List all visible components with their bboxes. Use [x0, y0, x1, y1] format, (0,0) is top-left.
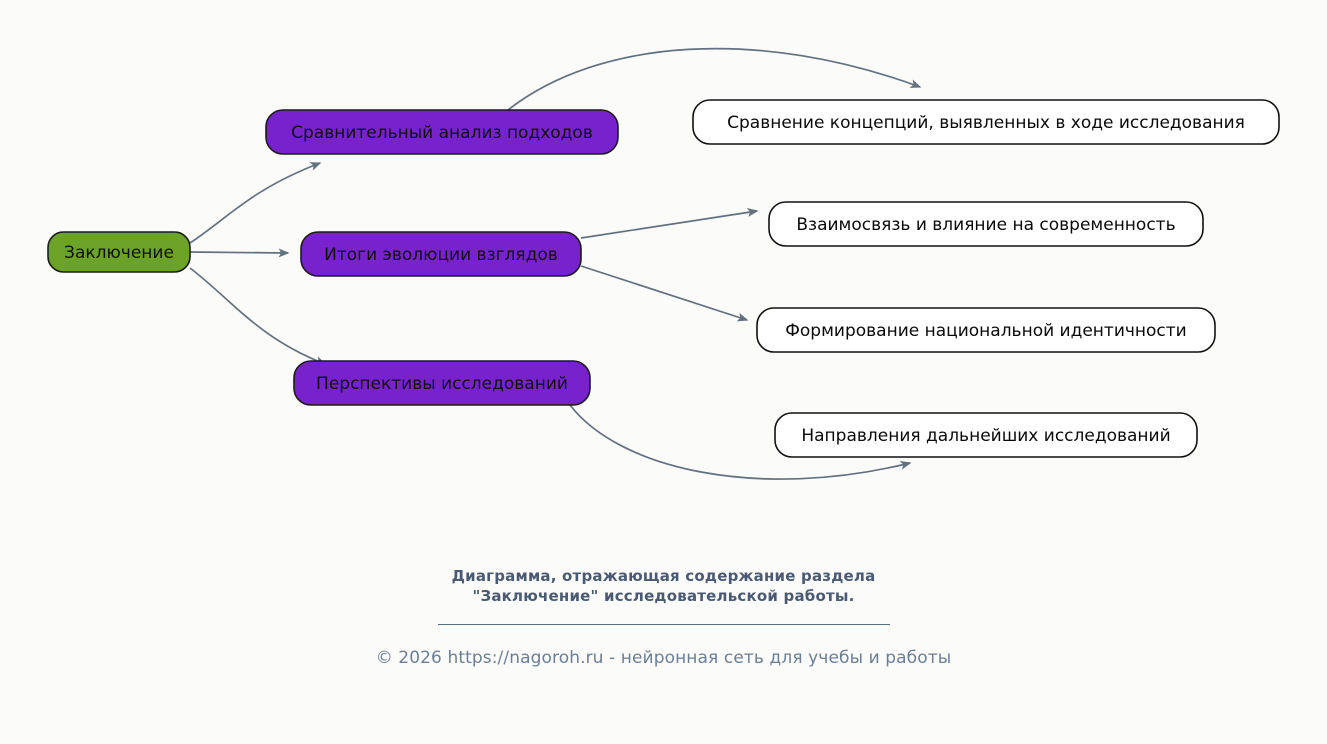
node-branch-1[interactable]: Сравнительный анализ подходов — [265, 109, 619, 155]
node-box-branch-2[interactable] — [300, 231, 582, 277]
node-box-leaf-3[interactable] — [756, 307, 1216, 353]
node-box-branch-3[interactable] — [293, 360, 591, 406]
caption-block: Диаграмма, отражающая содержание раздела… — [0, 566, 1327, 625]
node-leaf-2[interactable]: Взаимосвязь и влияние на современность — [768, 201, 1204, 247]
node-branch-2[interactable]: Итоги эволюции взглядов — [300, 231, 582, 277]
node-box-leaf-2[interactable] — [768, 201, 1204, 247]
node-box-leaf-4[interactable] — [774, 412, 1198, 458]
node-leaf-3[interactable]: Формирование национальной идентичности — [756, 307, 1216, 353]
caption-line-1: Диаграмма, отражающая содержание раздела — [451, 567, 876, 585]
edge-branch-2-to-leaf-3 — [580, 265, 749, 322]
caption-divider — [437, 624, 890, 625]
edge-branch-3-to-leaf-4 — [569, 404, 912, 480]
nodes-layer: Заключение Сравнительный анализ подходовИ… — [47, 99, 1280, 458]
edge-root-to-branch-2 — [189, 248, 290, 258]
node-root[interactable]: Заключение — [47, 231, 191, 273]
node-box-leaf-1[interactable] — [692, 99, 1280, 145]
caption-line-2: "Заключение" исследовательской работы. — [472, 587, 855, 605]
node-leaf-1[interactable]: Сравнение концепций, выявленных в ходе и… — [692, 99, 1280, 145]
node-box-root[interactable] — [47, 231, 191, 273]
edge-root-to-branch-3 — [189, 267, 327, 365]
node-leaf-4[interactable]: Направления дальнейших исследований — [774, 412, 1198, 458]
edge-branch-1-to-leaf-1 — [507, 47, 922, 111]
edge-branch-2-to-leaf-2 — [580, 207, 759, 239]
node-box-branch-1[interactable] — [265, 109, 619, 155]
edges-layer — [189, 47, 922, 480]
node-branch-3[interactable]: Перспективы исследований — [293, 360, 591, 406]
footer-attribution: © 2026 https://nagoroh.ru - нейронная се… — [375, 648, 952, 668]
edge-root-to-branch-1 — [189, 162, 322, 244]
